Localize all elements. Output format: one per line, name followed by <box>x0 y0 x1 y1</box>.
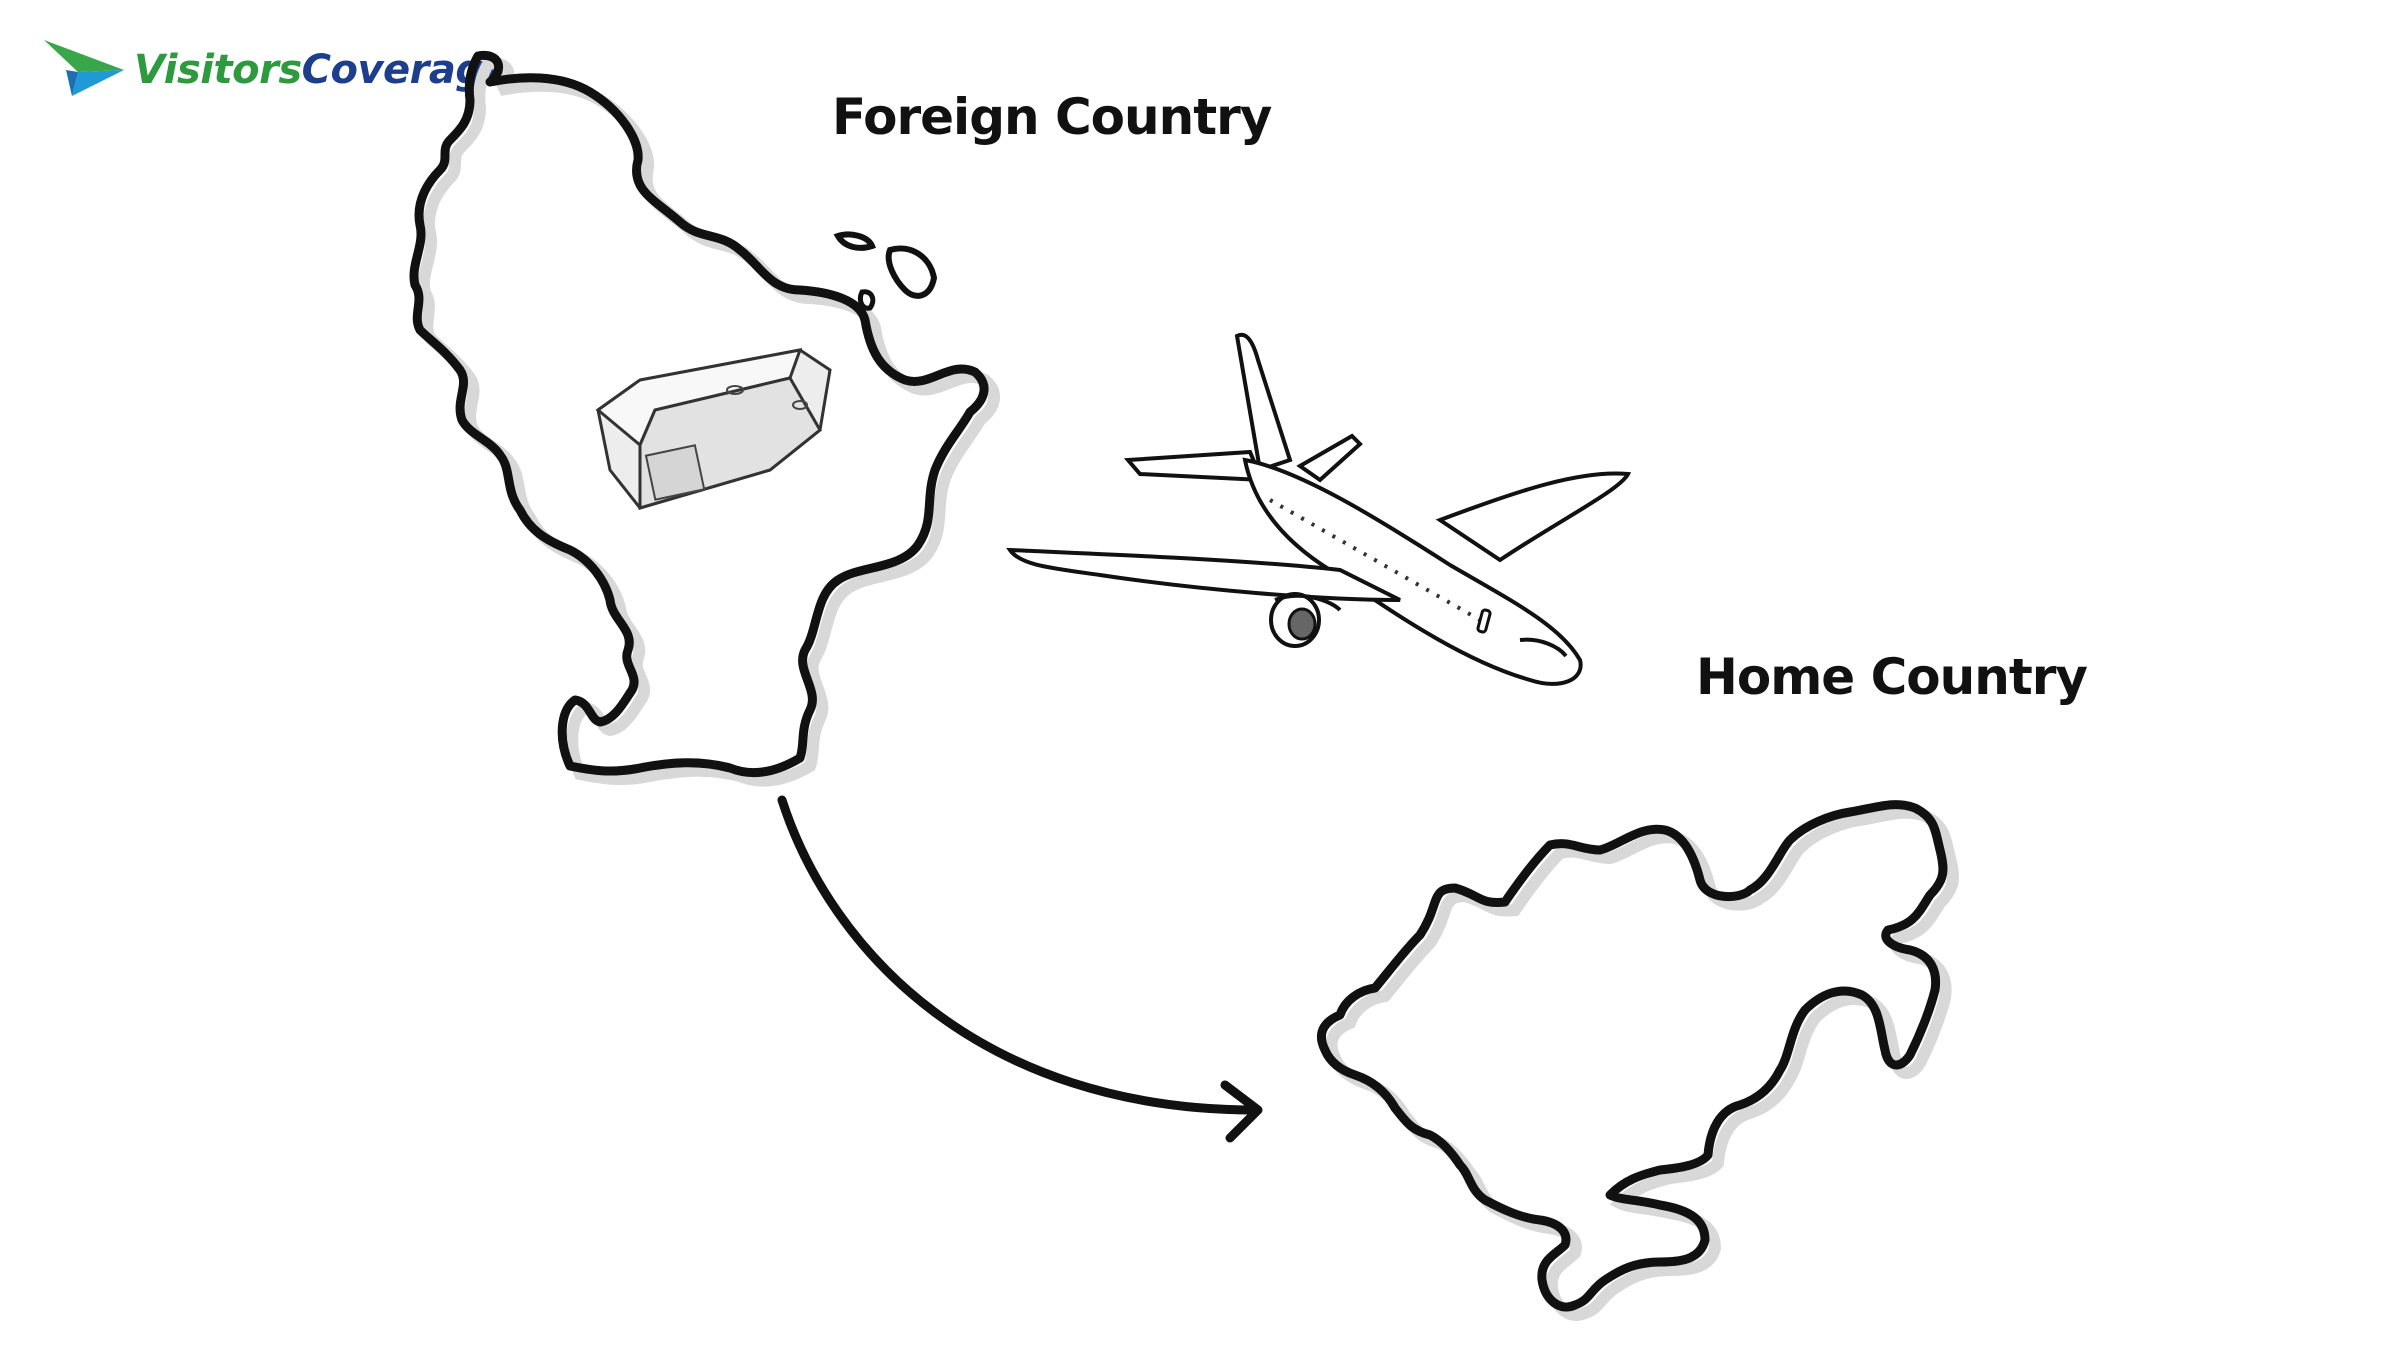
logo-wordmark-part1: Visitors <box>134 47 302 93</box>
airplane-icon <box>1006 332 1632 686</box>
coffin-icon <box>595 348 832 511</box>
home-country-label: Home Country <box>1696 648 2088 706</box>
foreign-country-map <box>409 50 1000 787</box>
foreign-country-label: Foreign Country <box>832 88 1272 146</box>
curved-arrow-icon <box>777 795 1263 1143</box>
home-country-map <box>1316 800 1959 1321</box>
logo-mark-icon <box>38 30 128 110</box>
